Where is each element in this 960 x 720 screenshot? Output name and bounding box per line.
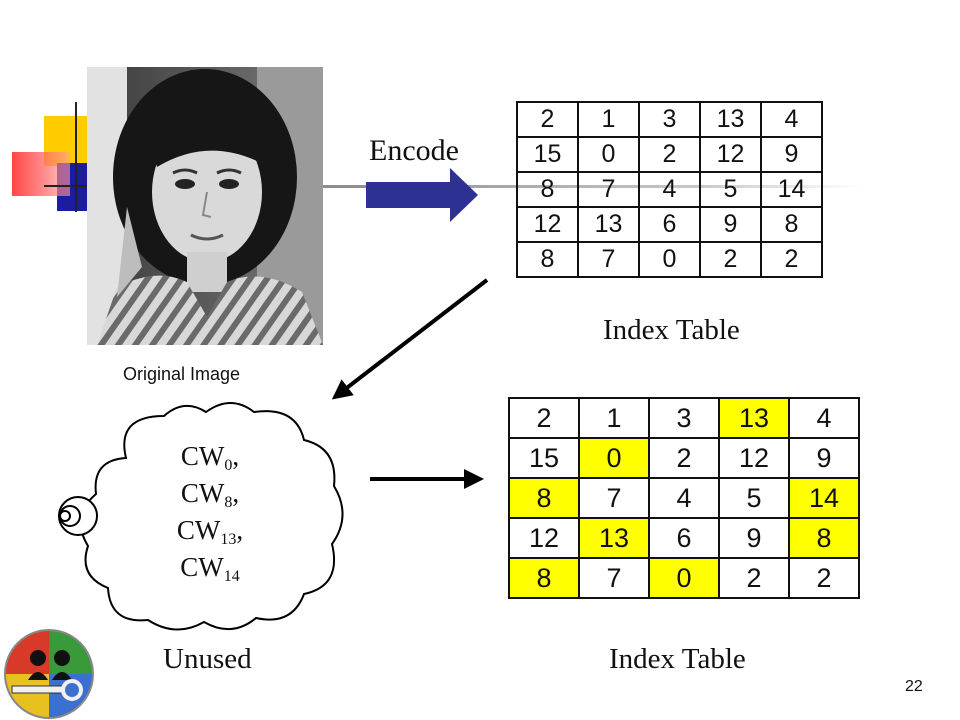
table-cell: 13 [577,206,640,243]
table-cell: 8 [516,171,579,208]
table-cell: 2 [638,136,701,173]
table-cell: 3 [648,397,720,439]
table-cell-highlighted: 13 [578,517,650,559]
decor-red-square [12,152,70,196]
table-cell: 12 [516,206,579,243]
table-cell-highlighted: 0 [578,437,650,479]
table-cell: 9 [718,517,790,559]
table-cell: 1 [578,397,650,439]
original-image [87,67,323,345]
image-caption: Original Image [123,364,241,384]
table-cell: 7 [578,477,650,519]
table-cell: 5 [718,477,790,519]
table-cell: 7 [577,171,640,208]
table-cell-highlighted: 14 [788,477,860,519]
table-cell: 2 [699,241,762,278]
table-cell: 8 [516,241,579,278]
codeword: CW14 [180,552,240,585]
table-cell: 15 [508,437,580,479]
table-cell: 2 [760,241,823,278]
table-cell: 5 [699,171,762,208]
decor-vertical-line [75,102,77,212]
table-cell: 4 [760,101,823,138]
unused-label: Unused [163,643,252,675]
decor-horizontal-line [44,185,104,187]
table-cell: 2 [788,557,860,599]
encode-label: Encode [369,134,459,167]
table-cell: 0 [577,136,640,173]
table-cell: 2 [648,437,720,479]
table-cell: 14 [760,171,823,208]
table-cell-highlighted: 8 [508,477,580,519]
table-cell: 2 [718,557,790,599]
table-cell: 8 [760,206,823,243]
codeword: CW0, [180,441,240,474]
table-cell: 3 [638,101,701,138]
table-cell: 6 [638,206,701,243]
unused-codewords-cloud-icon [58,402,344,631]
codeword: CW8, [180,478,240,511]
page-number: 22 [905,678,923,695]
table-cell: 7 [577,241,640,278]
table-cell: 9 [788,437,860,479]
table-cell: 15 [516,136,579,173]
key-logo-icon [4,629,94,719]
encode-arrow-icon [366,168,478,222]
table-cell: 4 [788,397,860,439]
table-cell: 9 [760,136,823,173]
table-cell-highlighted: 0 [648,557,720,599]
index-table-bottom-label: Index Table [609,643,746,675]
table-cell: 2 [516,101,579,138]
table-cell: 12 [718,437,790,479]
table-cell: 4 [638,171,701,208]
table-cell: 4 [648,477,720,519]
table-cell: 12 [508,517,580,559]
unused-codewords-list: CW0, CW8, CW13, CW14 [120,438,300,586]
table-cell: 13 [699,101,762,138]
table-cell: 9 [699,206,762,243]
table-cell: 1 [577,101,640,138]
table-cell: 2 [508,397,580,439]
diagonal-arrow [331,278,489,400]
table-cell: 6 [648,517,720,559]
table-cell: 12 [699,136,762,173]
table-cell: 0 [638,241,701,278]
table-cell-highlighted: 13 [718,397,790,439]
table-cell: 7 [578,557,650,599]
index-table-top-label: Index Table [603,314,740,346]
codeword: CW13, [176,515,244,548]
table-cell-highlighted: 8 [788,517,860,559]
table-cell-highlighted: 8 [508,557,580,599]
